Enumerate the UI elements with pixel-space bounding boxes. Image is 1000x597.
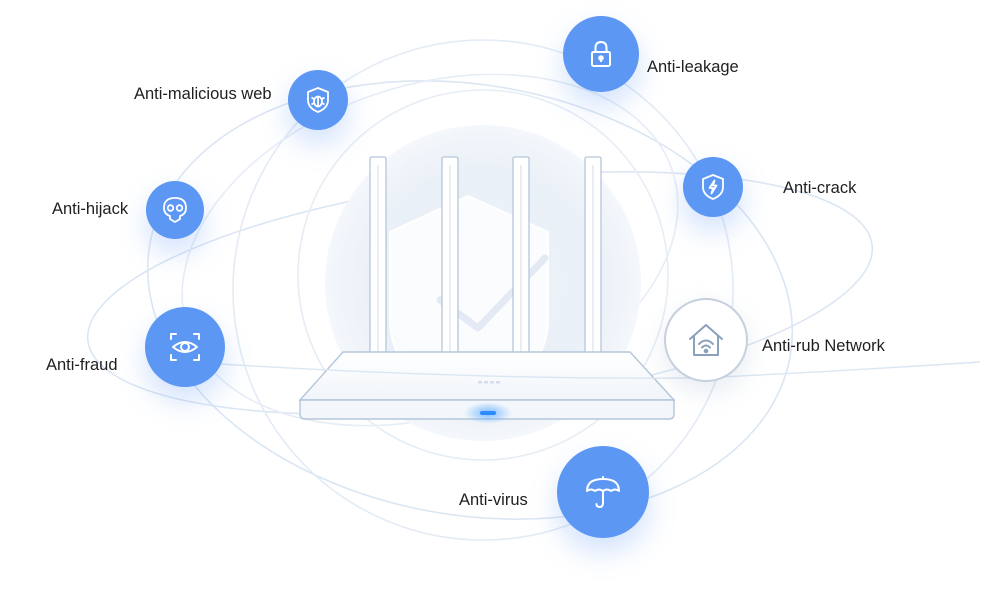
router-body <box>298 351 676 424</box>
skull-icon <box>146 181 204 239</box>
anti-rub-network-label: Anti-rub Network <box>762 337 885 355</box>
status-led <box>480 411 496 415</box>
anti-virus-label: Anti-virus <box>459 491 528 509</box>
bug-shield-icon <box>288 70 348 130</box>
lightning-shield-icon <box>683 157 743 217</box>
umbrella-icon <box>557 446 649 538</box>
anti-hijack-label: Anti-hijack <box>52 200 129 218</box>
anti-leakage-label: Anti-leakage <box>647 58 739 76</box>
router-antennas <box>369 156 602 358</box>
anti-crack-label: Anti-crack <box>783 179 857 197</box>
anti-fraud-label: Anti-fraud <box>46 356 118 374</box>
anti-malicious-web-label: Anti-malicious web <box>134 85 272 103</box>
padlock-icon <box>563 16 639 92</box>
wifi-house-icon <box>664 298 748 382</box>
eye-icon <box>145 307 225 387</box>
